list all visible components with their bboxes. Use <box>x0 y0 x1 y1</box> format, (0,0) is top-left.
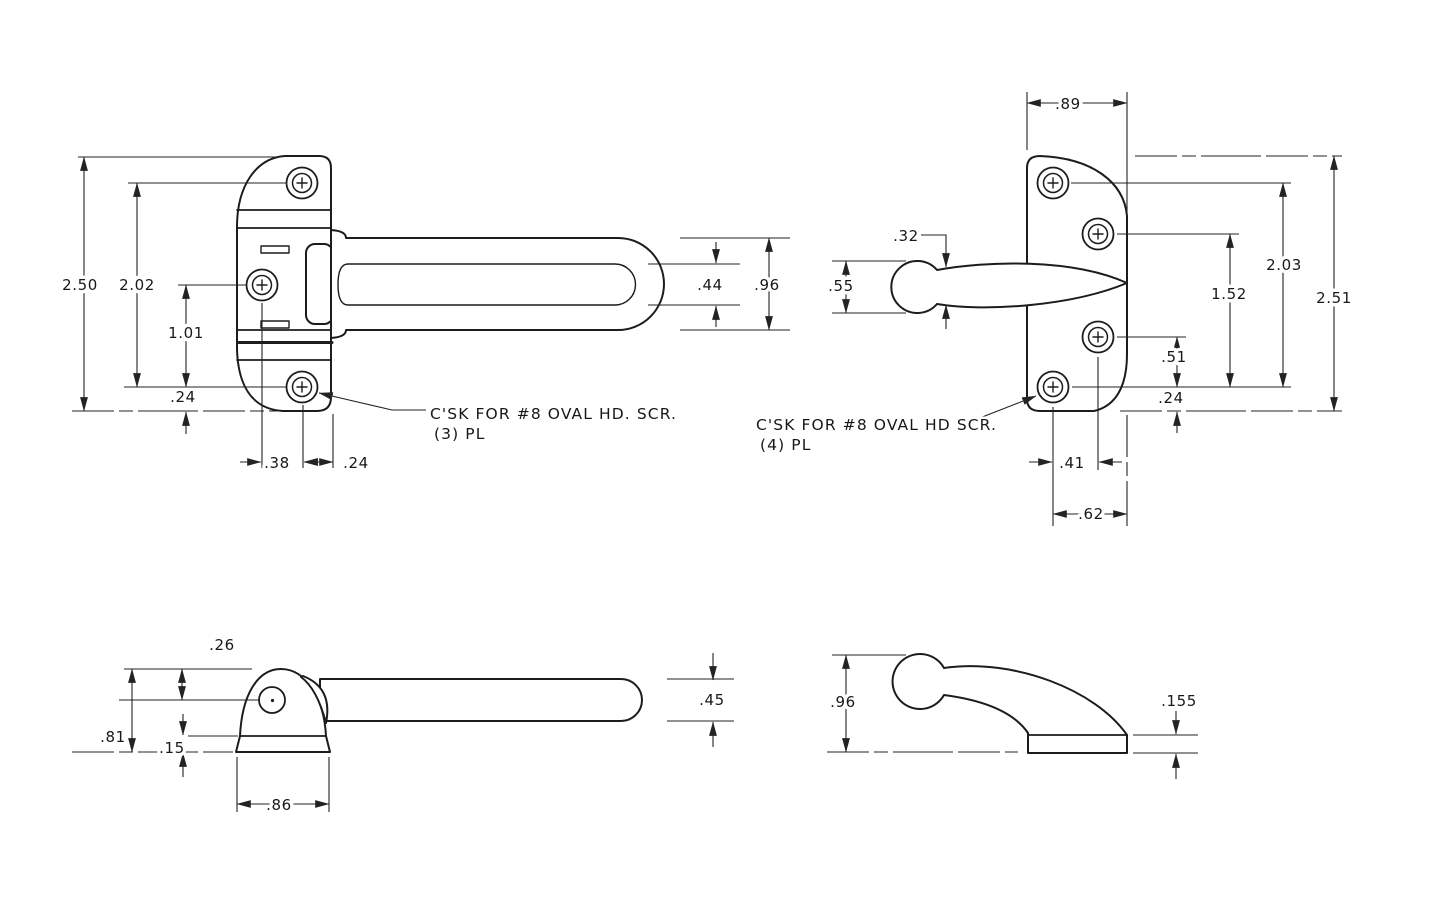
keeper-side-dimensions: .96 .155 <box>827 654 1200 779</box>
screw-hole <box>1081 320 1115 354</box>
dim-knob-neck-width: .32 <box>893 227 919 245</box>
screw-hole <box>1081 217 1115 251</box>
keeper-knob <box>890 260 1128 314</box>
dim-hole-offset-horizontal: .41 <box>1059 454 1085 472</box>
view-guard-front: 2.50 2.02 1.01 .24 .38 .24 .44 .96 <box>59 155 790 476</box>
view-keeper-side: .96 .155 <box>827 653 1200 779</box>
swing-bar-slot <box>337 263 637 306</box>
dim-overall-height: 2.51 <box>1316 289 1352 307</box>
dim-bar-thickness: .45 <box>699 691 725 709</box>
dim-base-thickness: .155 <box>1161 692 1197 710</box>
dim-bottom-hole-to-edge: .24 <box>170 388 196 406</box>
screw-hole <box>1036 166 1070 200</box>
dim-overall-height: .96 <box>830 693 856 711</box>
hinge-sleeve <box>305 243 334 325</box>
dim-hole-to-edge-horizontal: .24 <box>343 454 369 472</box>
dim-slot-inner-width: .44 <box>697 276 723 294</box>
dim-plate-width: .89 <box>1055 95 1081 113</box>
keeper-front-dimensions: .89 .51 .24 1.52 2.03 2.51 .32 <box>754 92 1355 527</box>
dim-hole-span-outer: 2.02 <box>119 276 155 294</box>
dim-hole-to-edge-horizontal: .62 <box>1078 505 1104 523</box>
screw-hole <box>285 166 319 200</box>
dim-bar-outer-width: .96 <box>754 276 780 294</box>
plate-notch <box>260 320 290 329</box>
dim-hole-span-outer: 2.03 <box>1266 256 1302 274</box>
dim-hole-span-lower: 1.01 <box>168 324 204 342</box>
dim-bottom-hole-to-edge: .24 <box>1158 389 1184 407</box>
guard-plate <box>236 155 332 412</box>
dim-overall-height: 2.50 <box>62 276 98 294</box>
leader-bracket <box>921 234 947 244</box>
csk-note-line1: C'SK FOR #8 OVAL HD SCR. <box>756 416 997 434</box>
guard-side-bar <box>319 678 643 722</box>
guard-side-pivot-base <box>235 668 331 753</box>
dim-top-to-hole-center: .26 <box>209 636 235 654</box>
screw-hole <box>285 370 319 404</box>
view-guard-side: .26 .81 .15 .86 .45 <box>72 633 734 818</box>
csk-note-line2: (4) PL <box>760 436 811 454</box>
guard-front-dimensions: 2.50 2.02 1.01 .24 .38 .24 .44 .96 <box>59 156 790 476</box>
dim-hole-offset-horizontal: .38 <box>264 454 290 472</box>
guard-side-dimensions: .26 .81 .15 .86 .45 <box>72 633 734 818</box>
leader-line <box>971 395 1037 422</box>
dim-base-width: .86 <box>266 796 292 814</box>
csk-note-line1: C'SK FOR #8 OVAL HD. SCR. <box>430 405 677 423</box>
bar-over-pivot-crescent <box>300 675 329 724</box>
dim-lower-hole-span: .51 <box>1161 348 1187 366</box>
plate-notch <box>260 245 290 254</box>
keeper-side-profile <box>891 653 1128 754</box>
view-keeper-front: .89 .51 .24 1.52 2.03 2.51 .32 <box>754 92 1355 527</box>
screw-hole <box>245 268 279 302</box>
csk-note-line2: (3) PL <box>434 425 485 443</box>
dim-base-thickness: .15 <box>159 739 185 757</box>
dim-hole-span-inner: 1.52 <box>1211 285 1247 303</box>
pivot-hole <box>258 686 286 714</box>
leader-line <box>318 392 426 411</box>
dim-knob-ball-diameter: .55 <box>828 277 854 295</box>
dim-overall-height: .81 <box>100 728 126 746</box>
screw-hole <box>1036 370 1070 404</box>
